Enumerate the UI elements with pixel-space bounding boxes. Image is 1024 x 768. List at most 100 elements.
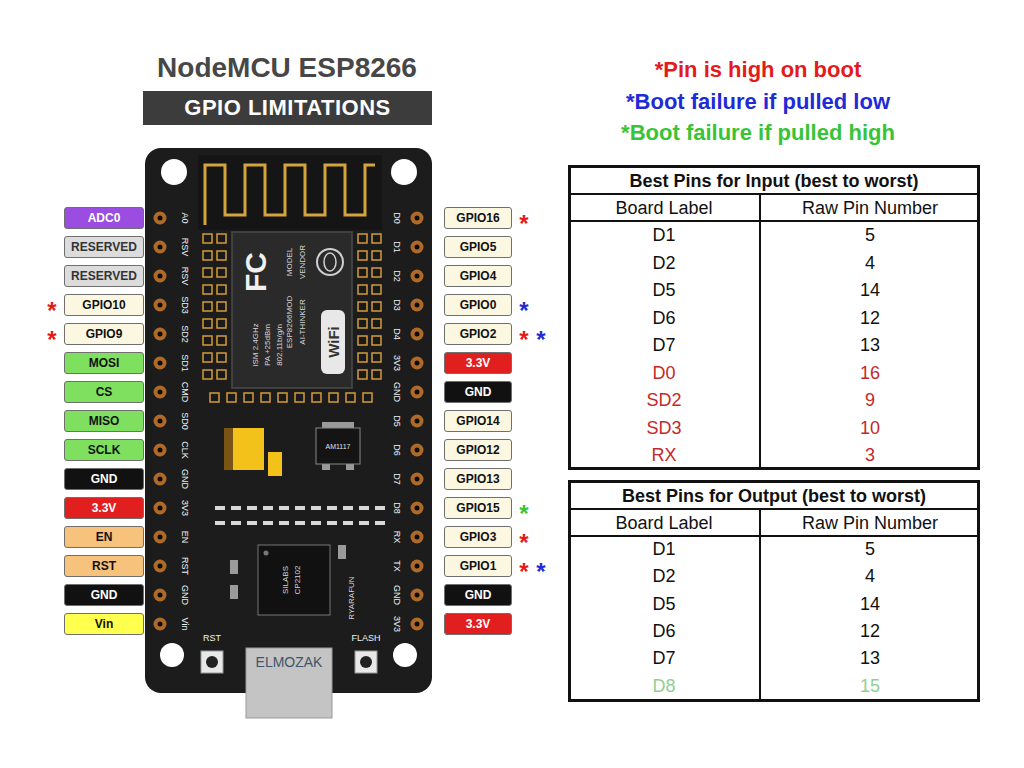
module-pad (372, 234, 381, 243)
pin-warning-star: * (519, 299, 528, 323)
table-board-label: SD3 (646, 419, 681, 437)
header-hole (415, 535, 420, 540)
button-cap (206, 656, 218, 668)
pin-warning-star: * (519, 328, 528, 352)
header-hole (415, 274, 420, 279)
table-board-label: D1 (652, 226, 675, 244)
module-pad (312, 393, 321, 402)
header-hole (158, 448, 163, 453)
header-hole (158, 564, 163, 569)
pin-name: GPIO14 (456, 414, 499, 428)
silkscreen-label: GND (392, 585, 401, 605)
header-pin (411, 531, 424, 544)
header-hole (415, 332, 420, 337)
smd-component (343, 506, 353, 510)
table-rule (759, 509, 761, 702)
table-raw-pin: 12 (860, 309, 880, 327)
pin-label: GND (444, 584, 512, 606)
header-hole (158, 535, 163, 540)
pin-label: GND (64, 584, 144, 606)
header-hole (158, 274, 163, 279)
module-pad (203, 234, 212, 243)
pin-name: GND (465, 385, 492, 399)
silkscreen-label: D5 (392, 415, 401, 427)
pin-name: 3.3V (466, 356, 491, 370)
header-hole (158, 390, 163, 395)
chip-marking: CP2102 (294, 566, 302, 595)
header-hole (415, 622, 420, 627)
smd-component (231, 506, 241, 510)
header-pin (411, 473, 424, 486)
table-column-header: Board Label (615, 514, 712, 532)
pin-warning-star: * (536, 328, 545, 352)
header-pad (411, 531, 424, 544)
header-pin (154, 502, 167, 515)
module-pad (203, 336, 212, 345)
module-pad (210, 393, 219, 402)
table-raw-pin: 3 (865, 446, 875, 464)
module-pad (217, 319, 226, 328)
pin-warning-star: * (536, 560, 545, 584)
module-pad (372, 319, 381, 328)
button-body (201, 651, 223, 673)
header-pad (411, 299, 424, 312)
module-pads (203, 234, 381, 402)
module-pad (358, 234, 367, 243)
pin-headers (154, 212, 424, 631)
smd-component (247, 521, 257, 525)
header-hole (158, 216, 163, 221)
header-hole (158, 622, 163, 627)
header-pin (154, 328, 167, 341)
header-pad (154, 299, 167, 312)
pin-label: GPIO5 (444, 236, 512, 258)
pin-warning-star: * (519, 212, 528, 236)
button-cap (360, 656, 372, 668)
header-pad (154, 531, 167, 544)
smd-component (375, 506, 385, 510)
silkscreen-label: RST (180, 557, 189, 575)
module-pad (372, 251, 381, 260)
module-pad (227, 393, 236, 402)
table-raw-pin: 13 (860, 649, 880, 667)
module-pad (358, 302, 367, 311)
table-raw-pin: 4 (865, 254, 875, 272)
silkscreen-label: SD1 (180, 354, 189, 372)
header-pin (154, 386, 167, 399)
chip-dot (264, 551, 269, 556)
pin-label: GND (444, 381, 512, 403)
pin-name: GPIO1 (460, 559, 497, 573)
module-pad (358, 370, 367, 379)
silkscreen-label: RSV (180, 238, 189, 257)
smd-component (263, 506, 273, 510)
module-marking: MODEL (286, 248, 294, 276)
header-pad (411, 357, 424, 370)
mounting-hole (161, 159, 187, 185)
module-pad (203, 302, 212, 311)
module-pad (217, 268, 226, 277)
silkscreen-label: CLK (180, 441, 189, 459)
module-marking: PA +25dBm (264, 324, 272, 366)
header-hole (415, 477, 420, 482)
header-pin (154, 589, 167, 602)
header-pin (411, 618, 424, 631)
silkscreen-label: D0 (392, 212, 401, 224)
smd-component (230, 585, 238, 599)
module-pad (372, 285, 381, 294)
smd-component (295, 506, 305, 510)
header-hole (158, 303, 163, 308)
table-raw-pin: 9 (865, 391, 875, 409)
module-pad (203, 251, 212, 260)
pin-label: 3.3V (64, 497, 144, 519)
module-pad (203, 370, 212, 379)
table-board-label: D5 (652, 595, 675, 613)
header-pad (154, 386, 167, 399)
header-pin (411, 502, 424, 515)
pin-name: 3.3V (92, 501, 117, 515)
silkscreen-label: D7 (392, 473, 401, 485)
header-hole (415, 390, 420, 395)
module-pad (203, 285, 212, 294)
header-hole (158, 332, 163, 337)
fcc-logo: FC (241, 252, 271, 292)
